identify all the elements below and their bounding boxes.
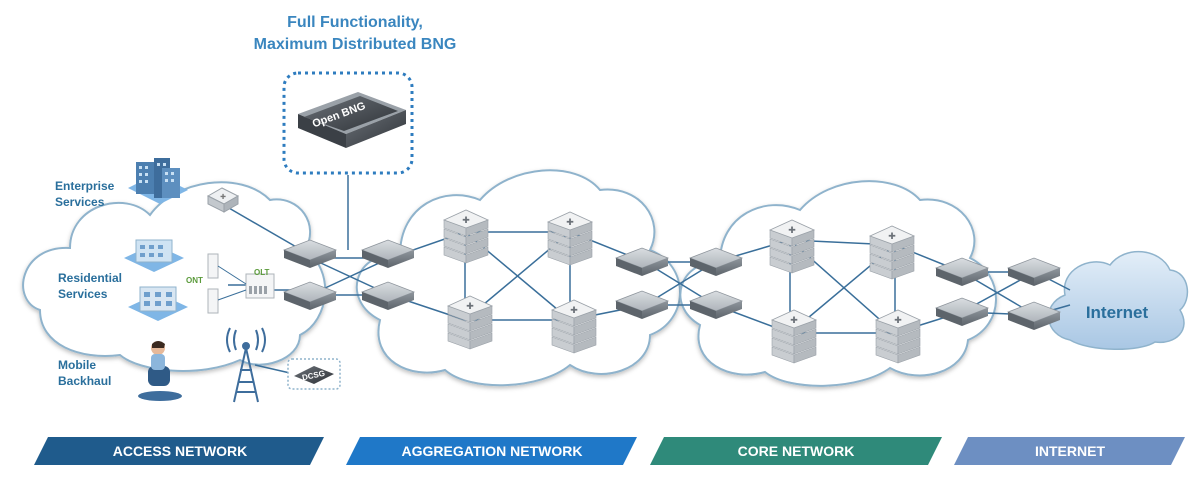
- svg-text:✚: ✚: [790, 315, 798, 325]
- olt-device-icon: [245, 273, 275, 299]
- router-core-4: ✚: [874, 309, 922, 364]
- banner-core-network: CORE NETWORK: [737, 443, 855, 459]
- residential-building-icon-2: [128, 286, 188, 321]
- switch-agg-out-2: [614, 290, 670, 319]
- banner-access-network: ACCESS NETWORK: [112, 443, 248, 459]
- svg-text:✚: ✚: [566, 217, 574, 227]
- switch-agg-out-1: [614, 247, 670, 276]
- access-router: ✚: [206, 187, 240, 213]
- router-agg-1: ✚: [442, 209, 490, 264]
- svg-text:✚: ✚: [466, 301, 474, 311]
- mobile-user-icon: [138, 341, 182, 401]
- switch-agg-edge-2: [360, 281, 416, 310]
- title-line-1: Full Functionality,: [287, 14, 423, 31]
- switch-agg-edge-1: [360, 239, 416, 268]
- aggregation-cloud: [355, 169, 681, 387]
- switch-core-edge-2: [688, 290, 744, 319]
- residential-building-icon-1: [124, 239, 184, 272]
- banner-internet: INTERNET: [1035, 443, 1105, 459]
- routers: ✚ ✚ ✚ ✚ ✚ ✚ ✚ ✚: [442, 209, 922, 364]
- switch-core-out-2: [934, 297, 990, 326]
- internet-cloud: [1048, 251, 1189, 350]
- internet-cloud-label: Internet: [1086, 303, 1149, 322]
- svg-text:✚: ✚: [570, 305, 578, 315]
- svg-text:✚: ✚: [888, 231, 896, 241]
- switch-access-1: [282, 239, 338, 268]
- open-bng-device: Open BNG: [298, 92, 406, 148]
- switch-access-2: [282, 281, 338, 310]
- switch-core-out-1: [934, 257, 990, 286]
- ont-label: ONT: [186, 276, 203, 285]
- svg-text:✚: ✚: [462, 215, 470, 225]
- router-core-2: ✚: [868, 225, 916, 280]
- olt-label: OLT: [254, 268, 270, 277]
- enterprise-services-label: Enterprise Services: [55, 179, 115, 209]
- diagram-title: Full Functionality, Maximum Distributed …: [180, 12, 530, 56]
- dcsg-device: DCSG: [287, 358, 341, 390]
- cell-tower-icon: [226, 327, 266, 403]
- router-agg-4: ✚: [550, 299, 598, 354]
- router-core-1: ✚: [768, 219, 816, 274]
- banner-core-shape: [650, 437, 942, 465]
- svg-text:✚: ✚: [894, 315, 902, 325]
- switch-internet-2: [1006, 301, 1062, 330]
- switches: [282, 239, 1062, 330]
- router-agg-3: ✚: [446, 295, 494, 350]
- switch-core-edge-1: [688, 247, 744, 276]
- banner-aggregation-shape: [346, 437, 637, 465]
- banner-access-shape: [34, 437, 324, 465]
- mobile-backhaul-label: Mobile Backhaul: [58, 358, 112, 388]
- router-core-3: ✚: [770, 309, 818, 364]
- banner-internet-shape: [954, 437, 1185, 465]
- svg-text:✚: ✚: [788, 225, 796, 235]
- banner-aggregation-network: AGGREGATION NETWORK: [401, 443, 583, 459]
- enterprise-building-icon: [128, 158, 188, 204]
- residential-services-label: Residential Services: [58, 271, 123, 301]
- svg-text:✚: ✚: [220, 193, 226, 201]
- title-line-2: Maximum Distributed BNG: [253, 36, 457, 53]
- switch-internet-1: [1006, 257, 1062, 286]
- router-agg-2: ✚: [546, 211, 594, 266]
